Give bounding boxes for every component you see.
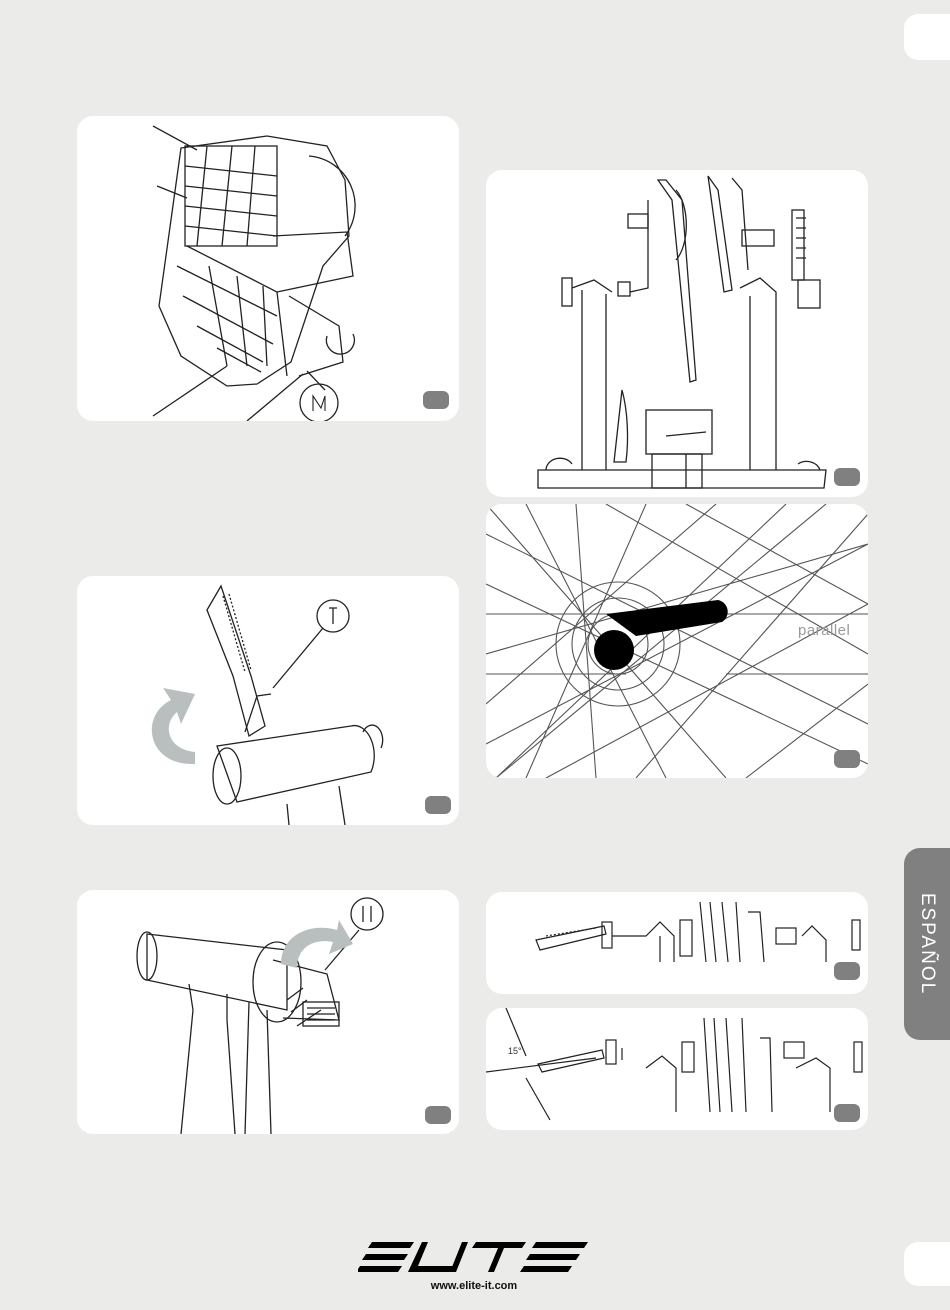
figure-number-badge bbox=[425, 796, 451, 814]
figure-number-badge bbox=[425, 1106, 451, 1124]
figure-number-badge bbox=[834, 1104, 860, 1122]
quick-release-lever bbox=[486, 504, 868, 778]
parallel-callout: parallel bbox=[798, 622, 850, 639]
trainer-front-illustration bbox=[486, 170, 868, 497]
flywheel-housing-illustration bbox=[77, 116, 459, 421]
top-edge-tab bbox=[904, 14, 950, 60]
cassette-side-illustration bbox=[486, 892, 868, 994]
angle-label: 15° bbox=[508, 1046, 522, 1056]
bottom-edge-tab bbox=[904, 1242, 950, 1286]
website-url[interactable]: www.elite-it.com bbox=[358, 1280, 590, 1292]
language-tab-label: ESPAÑOL bbox=[916, 893, 938, 995]
elite-logo bbox=[358, 1240, 590, 1274]
figure-number-badge bbox=[834, 750, 860, 768]
rotate-arrow-icon bbox=[77, 576, 459, 825]
figure-number-badge bbox=[834, 468, 860, 486]
figure-flywheel-housing bbox=[77, 116, 459, 421]
figure-trainer-front-view bbox=[486, 170, 868, 497]
figure-wheel-hub: parallel bbox=[486, 504, 868, 778]
figure-number-badge bbox=[423, 391, 449, 409]
figure-bolt-rotation bbox=[77, 890, 459, 1134]
figure-number-badge bbox=[834, 962, 860, 980]
figure-cassette-side-view bbox=[486, 892, 868, 994]
figure-angle-view: 15° bbox=[486, 1008, 868, 1130]
language-tab[interactable]: ESPAÑOL bbox=[904, 848, 950, 1040]
angle-view-illustration bbox=[486, 1008, 868, 1130]
rotate-arrow-icon bbox=[77, 890, 459, 1134]
figure-lever-rotation bbox=[77, 576, 459, 825]
